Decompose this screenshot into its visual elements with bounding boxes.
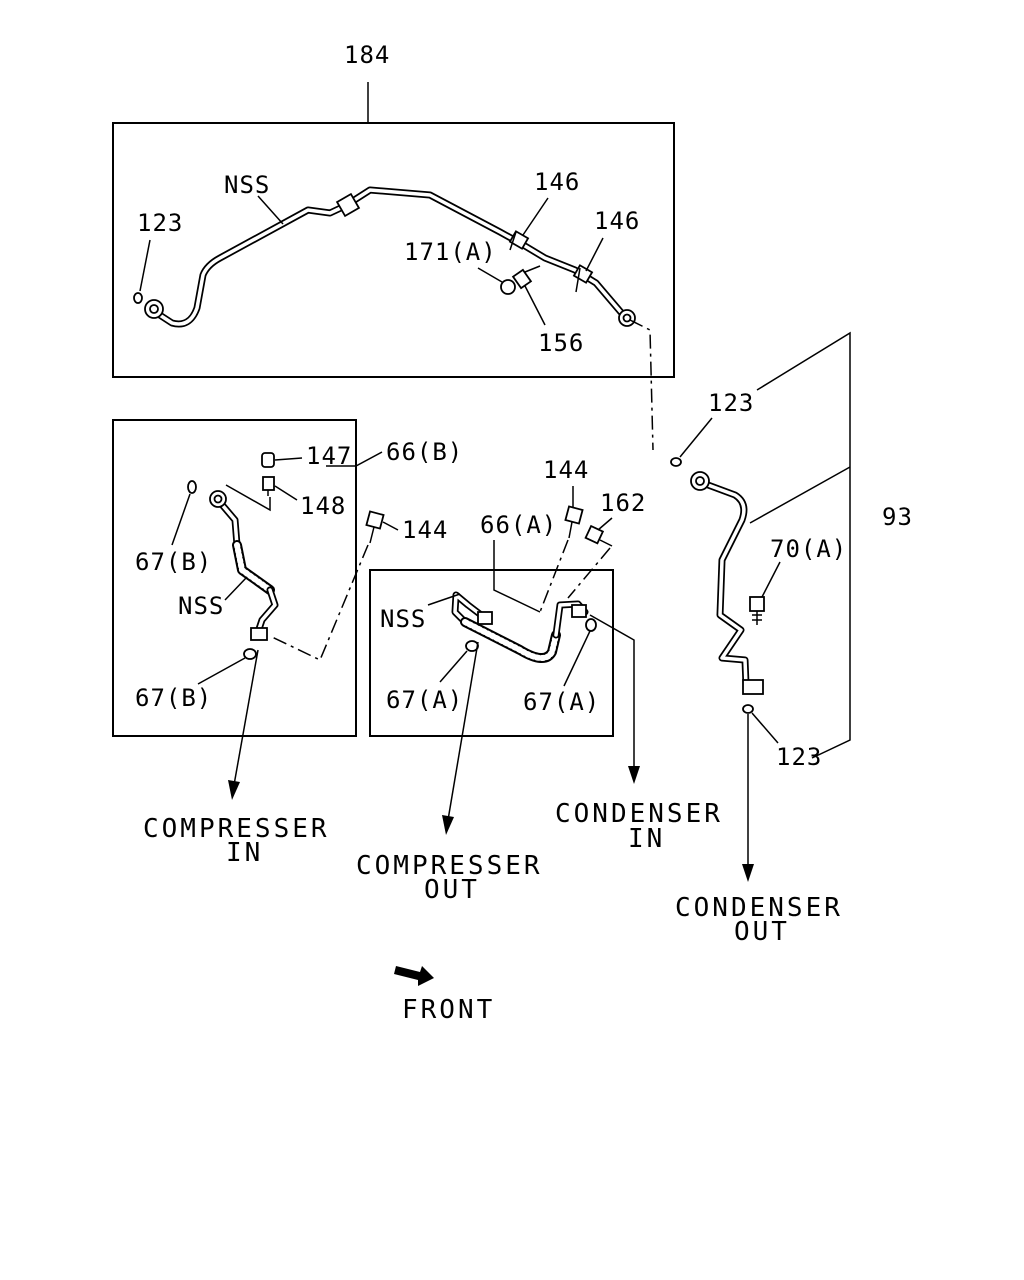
clip-146-b [572,264,594,293]
callout-66b: 66(B) [386,438,463,466]
label-condenser-out-2: OUT [734,917,790,947]
dash-162 [567,547,611,599]
leader-146-a [522,197,549,236]
callout-146-b: 146 [594,207,640,235]
label-condenser-in-2: IN [628,824,665,854]
callout-162: 162 [600,489,646,517]
callout-147: 147 [306,442,352,470]
label-compresser-in-2: IN [226,838,263,868]
callout-67a-right: 67(A) [523,688,600,716]
bolt-70a [749,596,765,625]
leader-66b [326,451,383,467]
o-ring-123-mid [670,457,682,467]
callout-171a: 171(A) [404,238,497,266]
callout-93: 93 [882,503,913,531]
callout-70a: 70(A) [770,535,847,563]
front-arrow-icon [394,966,434,986]
clip-146-a [508,230,530,251]
arrow-condenser-out [742,864,754,882]
leader-148 [274,485,298,501]
pipe-nut-left [144,299,164,319]
dash-184-to-93 [629,319,654,451]
dash-144-left [269,544,369,662]
group-box-66a [369,569,614,737]
callout-123-bottom: 123 [776,743,822,771]
leader-67a-right [563,630,591,687]
callout-184: 184 [344,41,390,69]
label-condenser-out-1: CONDENSER [675,893,843,923]
bracket-93-arm [749,466,851,524]
leader-67a-left [439,650,468,683]
group-box-66b [112,419,357,737]
callout-123-mid: 123 [708,389,754,417]
label-compresser-out-2: OUT [424,875,480,905]
cap-171a [500,279,516,295]
label-compresser-in-1: COMPRESSER [143,814,330,844]
callout-nss-left: NSS [178,592,224,620]
pipe-93 [690,471,764,695]
o-ring-67b-lower [243,648,257,660]
callout-67b-lower: 67(B) [135,684,212,712]
bolt-144-left [365,510,385,544]
leader-123-top [139,239,151,292]
leader-162 [597,517,613,531]
callout-123-top: 123 [137,209,183,237]
bolt-144-mid [564,505,584,539]
dash-144-mid [539,539,569,613]
arrow-condenser-in [628,766,640,784]
callout-nss-mid: NSS [380,605,426,633]
leader-147 [274,457,303,461]
leader-67b-lower [197,657,246,685]
leader-nss-mid [427,593,461,606]
leader-123-bottom [751,712,779,744]
pipe-nut-right [618,309,636,327]
callout-67b-upper: 67(B) [135,548,212,576]
valve-156 [511,265,541,290]
pipe-184 [148,186,629,328]
leader-70a [761,561,781,598]
hose-66b [209,490,279,641]
leader-67b-upper [171,493,191,546]
callout-148: 148 [300,492,346,520]
arrow-compresser-in [228,780,240,800]
leader-nss-left [224,577,247,601]
leader-144-left [382,521,399,531]
callout-66a: 66(A) [480,511,557,539]
line-compresser-in [233,649,259,786]
callout-156: 156 [538,329,584,357]
valve-148 [262,476,275,496]
cap-147 [261,452,275,468]
leader-123-mid [679,417,713,458]
o-ring-123-top [133,292,143,304]
hose-66a [451,591,589,663]
callout-nss-top: NSS [224,171,270,199]
leader-146-b [585,237,604,272]
label-compresser-out-1: COMPRESSER [356,851,543,881]
o-ring-67b-upper [187,480,197,494]
callout-67a-left: 67(A) [386,686,463,714]
callout-146-a: 146 [534,168,580,196]
label-condenser-in-1: CONDENSER [555,799,723,829]
line-condenser-in [589,614,635,770]
leader-171a [477,267,503,283]
callout-144-mid: 144 [543,456,589,484]
arrow-compresser-out [442,815,454,835]
line-compresser-out [447,641,479,821]
leader-156 [524,285,546,326]
leader-valve-148 [225,484,271,512]
o-ring-67a-right [585,618,597,632]
leader-66a [493,540,541,613]
callout-144-left: 144 [402,516,448,544]
o-ring-123-bottom [742,704,754,714]
label-front: FRONT [402,995,495,1025]
bracket-93 [756,331,851,759]
leader-nss-top [257,195,284,225]
group-box-184 [112,122,675,378]
